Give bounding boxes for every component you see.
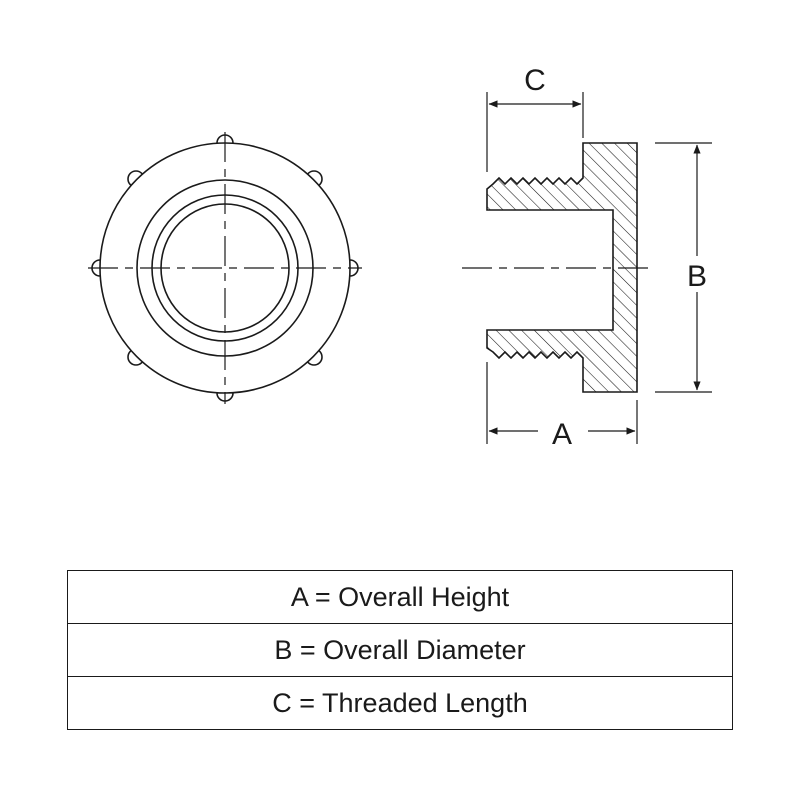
legend-row-a: A = Overall Height bbox=[67, 570, 733, 624]
legend-row-b: B = Overall Diameter bbox=[67, 623, 733, 677]
dimension-a bbox=[486, 362, 638, 444]
dimension-label-a: A bbox=[552, 418, 572, 451]
dimension-b bbox=[655, 142, 712, 393]
technical-drawing: C B A bbox=[88, 64, 712, 451]
dimension-legend-table: A = Overall Height B = Overall Diameter … bbox=[67, 570, 733, 730]
dimension-label-b: B bbox=[687, 260, 707, 293]
dimension-c bbox=[486, 92, 584, 172]
legend-row: B = Overall Diameter bbox=[67, 623, 733, 677]
section-hatch-body bbox=[486, 142, 638, 393]
legend-row: A = Overall Height bbox=[67, 570, 733, 624]
legend-row: C = Threaded Length bbox=[67, 676, 733, 730]
legend-row-c: C = Threaded Length bbox=[67, 676, 733, 730]
section-view bbox=[462, 142, 655, 393]
dimension-label-c: C bbox=[524, 64, 546, 97]
front-view bbox=[88, 132, 362, 404]
